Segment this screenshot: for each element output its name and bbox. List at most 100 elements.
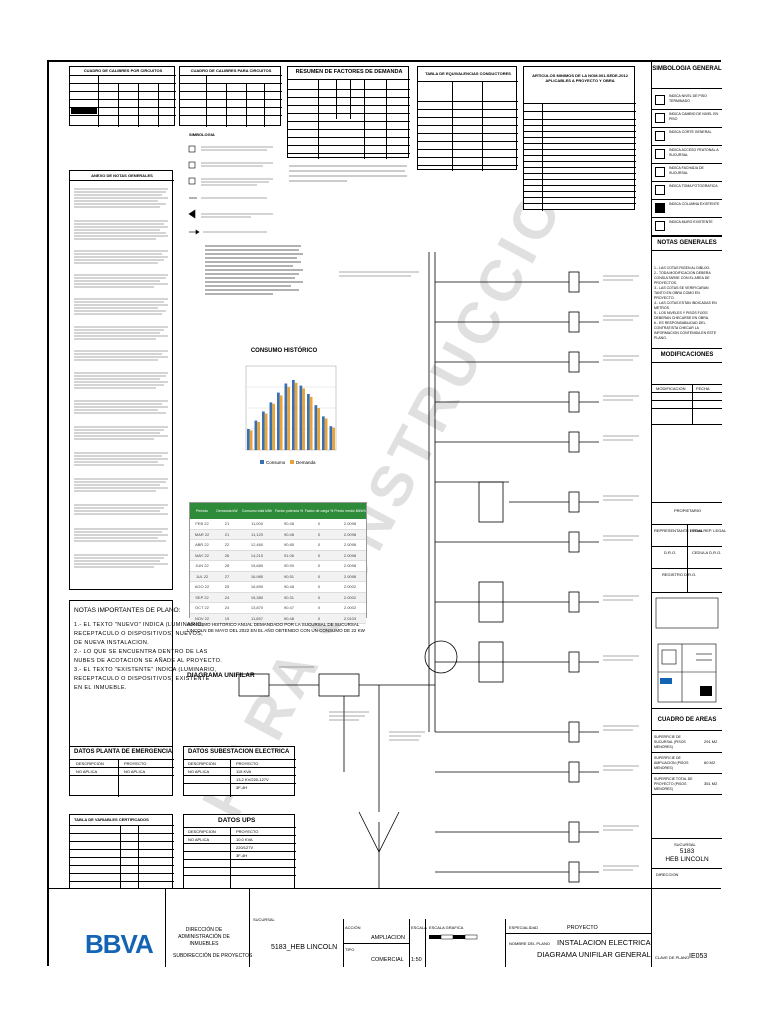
chart-bar-demanda-9 xyxy=(309,396,313,450)
symbol-icon xyxy=(655,185,665,195)
area-value: 291 M2 xyxy=(704,739,718,744)
symbol-label: INDICA NIVEL DE PISO TERMINADO xyxy=(669,94,707,103)
tabla-variables-title: TABLA DE VARIABLES CERTIFICADOS xyxy=(74,817,149,822)
datos-sub-h1: DESCRIPCION xyxy=(188,761,216,766)
table-cell: 0 xyxy=(317,531,321,537)
table-cell: 0 xyxy=(317,615,321,621)
table-cell: 0 xyxy=(317,552,321,558)
chart-bar-demanda-2 xyxy=(257,422,260,450)
symbol-icon xyxy=(655,203,665,213)
chart-bar-consumo-11 xyxy=(322,416,325,450)
table-cell: NOV 22 xyxy=(194,615,210,621)
title-block: BBVA DIRECCIÓN DE ADMINISTRACIÓN DE INMU… xyxy=(49,888,721,967)
datos-planta-v1: NO APLICA xyxy=(76,769,98,774)
tb-escala-label: ESCALA xyxy=(411,925,427,930)
table-cell: 2.0002 xyxy=(343,594,357,600)
chart-bar-demanda-8 xyxy=(302,388,305,450)
symbol-icon xyxy=(655,113,665,123)
chart-bar-consumo-10 xyxy=(314,405,318,450)
table-cell: 90.48 xyxy=(283,531,294,537)
important-note-line: DE NUEVA INSTALACION. xyxy=(74,640,150,646)
table-cell: 2.0098 xyxy=(343,531,357,537)
nota-general-item: 5.- LOS NIVELES Y PISOS FIJOS DEBERAN CH… xyxy=(654,311,710,320)
right-info-column: SIMBOLOGIA GENERAL INDICA NIVEL DE PISO … xyxy=(651,62,726,888)
important-note-line: NUBES DE ACOTACION SE AÑADE AL PROYECTO. xyxy=(74,658,223,664)
chart-bar-demanda-5 xyxy=(279,395,283,450)
table-cell: 0 xyxy=(317,542,321,547)
table-cell: AGO 22 xyxy=(194,584,210,589)
table-cell: 0 xyxy=(317,584,321,589)
datos-ups-r1b: 10.0 KVA xyxy=(236,837,253,842)
symbol-label: INDICA COLUMNA EXISTENTE xyxy=(669,202,720,206)
tb-sucursal-label: SUCURSAL xyxy=(253,917,275,922)
table-cell: 2.0098 xyxy=(343,521,357,526)
symbol-icon xyxy=(655,167,665,177)
bbva-logo: BBVA xyxy=(85,929,154,959)
table-cell: 21 xyxy=(224,521,230,526)
chart-bar-consumo-7 xyxy=(292,380,295,450)
chart-bar-demanda-6 xyxy=(287,387,290,450)
cedula-label: CEDULA D.R.O. xyxy=(692,550,722,555)
equivalence-title: TABLA DE EQUIVALENCIAS CONDUCTORES xyxy=(425,71,511,76)
table-cell: 15,680 xyxy=(250,563,264,568)
datos-sub-r1a: NO APLICA xyxy=(188,769,210,774)
symbol-label: INDICA ACCESO PEATONAL A SUCURSAL xyxy=(669,148,719,157)
datos-ups-h2: PROYECTO xyxy=(236,829,259,834)
datos-sub-r1b: 115 KVA xyxy=(236,769,252,774)
symbol-icon xyxy=(655,221,665,231)
symbol-row: INDICA FACHADA DE SUCURSAL xyxy=(652,164,722,182)
symbol-icon xyxy=(655,149,665,159)
demand-factors-table: RESUMEN DE FACTORES DE DEMANDA xyxy=(287,66,410,159)
datos-planta-h2: PROYECTO xyxy=(124,761,147,766)
table-cell: ABR 22 xyxy=(195,542,209,547)
table-cell: 11,000 xyxy=(251,521,263,526)
area-value: 351 M2 xyxy=(704,781,718,786)
site-plan-sketch xyxy=(655,597,719,703)
table-cell: 90.48 xyxy=(283,584,294,589)
chart-bar-demanda-12 xyxy=(332,427,335,450)
datos-sub-h2: PROYECTO xyxy=(236,761,259,766)
table-cell: 27 xyxy=(224,573,230,579)
table-cell: 91.06 xyxy=(283,552,294,558)
table-cell: 21 xyxy=(224,531,230,537)
symbol-label: INDICA CORTE GENERAL xyxy=(669,130,712,134)
subdireccion-text: SUBDIRECCIÓN DE PROYECTOS xyxy=(173,953,253,959)
tb-proyecto-label: PROYECTO xyxy=(567,925,598,931)
table-cell: 90.85 xyxy=(283,542,294,547)
nota-general-item: 1.- LAS COTAS RIGEN AL DIBUJO. xyxy=(654,266,711,270)
direccion-label: DIRECCION xyxy=(656,872,679,877)
representante-label: REPRESENTANTE LEGAL xyxy=(654,528,703,533)
table-cell: 2.0098 xyxy=(343,573,357,579)
table-cell: OCT 22 xyxy=(195,605,209,610)
datos-ups-r2b: 220/127V xyxy=(236,845,254,850)
modificaciones-h2: FECHA xyxy=(696,386,710,391)
sucursal-label: SUCURSAL xyxy=(674,842,696,847)
single-line-diagram-branches xyxy=(509,271,639,883)
legend-label-consumo: Consumo xyxy=(266,460,286,465)
tb-especialidad-label: ESPECIALIDAD xyxy=(509,925,539,930)
datos-ups: DATOS UPS DESCRIPCION PROYECTO NO APLICA… xyxy=(183,814,296,895)
tb-escala-grafica: ESCALA GRAFICA xyxy=(429,925,464,930)
table-cell: 90.51 xyxy=(283,573,294,579)
simbologia-general-title: SIMBOLOGIA GENERAL xyxy=(652,66,722,72)
symbol-label: INDICA MURO EXISTENTE xyxy=(669,220,713,224)
drawing-sheet: PARA CONSTRUCCION CUADRO DE CALIBRES POR… xyxy=(47,60,726,967)
propietario-label: PROPIETARIO xyxy=(674,508,702,513)
table-cell: 22 xyxy=(224,542,230,547)
area-row: SUPERFICIE DE AMPLIACION (PISOS MENORES)… xyxy=(652,753,722,774)
area-label: SUPERFICIE DE SUCURSAL (PISOS MENORES) xyxy=(654,735,686,749)
datos-ups-r1a: NO APLICA xyxy=(188,837,210,842)
consumption-header-cell: Consumo total kWh xyxy=(241,509,273,513)
datos-planta-h1: DESCRIPCION xyxy=(76,761,104,766)
registro-label: REGISTRO D.R.O. xyxy=(662,572,697,577)
table-cell: 90.48 xyxy=(283,615,294,621)
